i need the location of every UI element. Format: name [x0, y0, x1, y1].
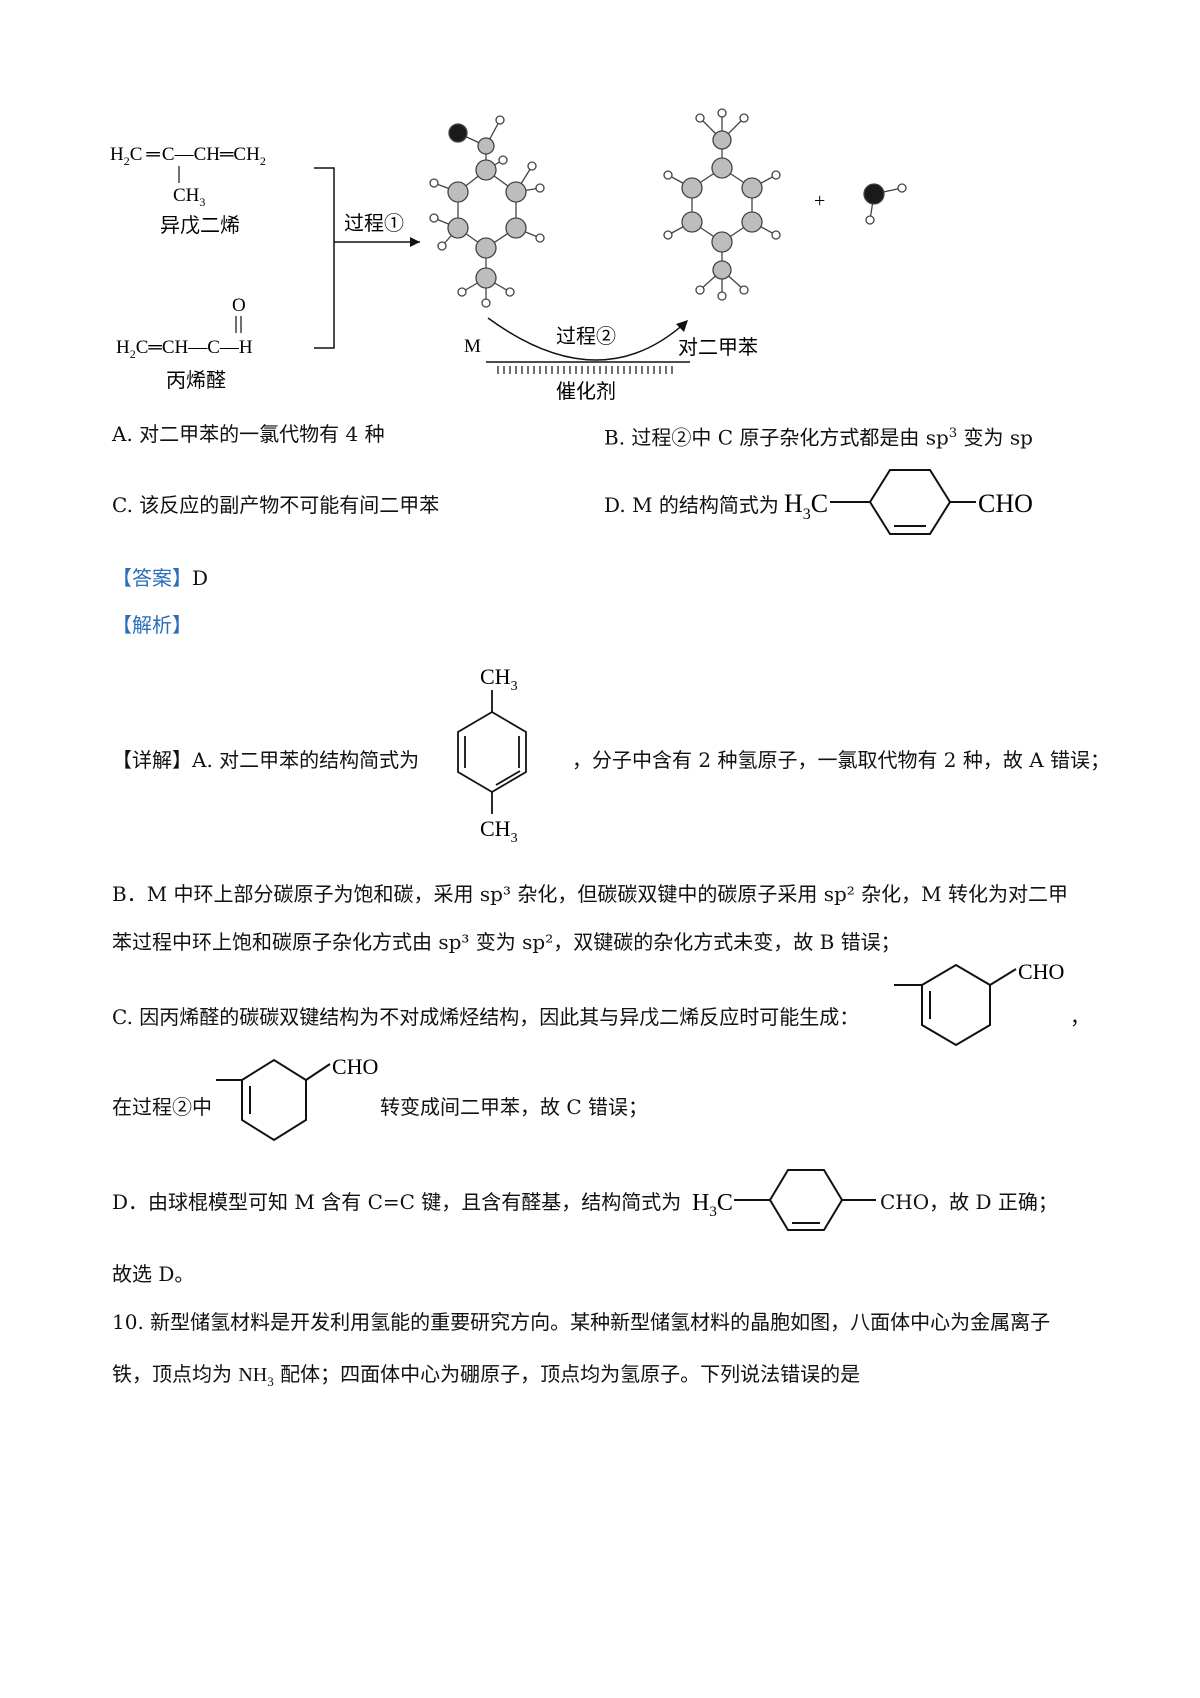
- detail-a-post: ，分子中含有 2 种氢原子，一氯取代物有 2 种，故 A 错误；: [572, 748, 1111, 772]
- question10-line1: 10. 新型储氢材料是开发利用氢能的重要研究方向。某种新型储氢材料的晶胞如图，八…: [112, 1310, 1051, 1334]
- detail-d-post: CHO，故 D 正确；: [880, 1190, 1058, 1214]
- catalyst-surface: [497, 366, 673, 374]
- process2-label: 过程②: [556, 324, 616, 348]
- product-name: 对二甲苯: [678, 335, 758, 359]
- detail-d-pre: D．由球棍模型可知 M 含有 C=C 键，且含有醛基，结构简式为: [112, 1190, 682, 1214]
- m-label: M: [464, 336, 481, 357]
- option-b-sup: 3: [948, 426, 958, 441]
- svg-text:CH3: CH3: [480, 816, 518, 846]
- answer-value: D: [192, 566, 209, 590]
- analysis-label: 【解析】: [112, 613, 192, 637]
- detail-c-line2-pre: 在过程②中: [112, 1095, 212, 1119]
- detail-c-line2-post: 转变成间二甲苯，故 C 错误；: [380, 1095, 649, 1119]
- question10-line2-post: 配体；四面体中心为硼原子，顶点均为氢原子。下列说法错误的是: [273, 1362, 861, 1386]
- isoprene-methyl: CH3: [173, 185, 205, 209]
- option-a: A. 对二甲苯的一氯代物有 4 种: [112, 422, 385, 446]
- answer-line: 【答案】D: [112, 566, 208, 590]
- p-xylene-model: [663, 108, 781, 301]
- option-d-text: D. M 的结构简式为: [604, 493, 779, 517]
- acrolein-formula: H2C═CH—C—H: [116, 337, 253, 361]
- nh3-formula: NH3: [238, 1364, 274, 1389]
- detail-d-structure: H3C: [692, 1169, 876, 1231]
- question10-line2-pre: 铁，顶点均为: [112, 1362, 239, 1386]
- detail-c-line1: C. 因丙烯醛的碳碳双键结构为不对成烯烃结构，因此其与异戊二烯反应时可能生成：: [112, 1005, 860, 1029]
- option-b-post: 变为 sp: [957, 425, 1033, 450]
- detail-c-comma: ，: [1070, 1005, 1090, 1029]
- catalyst-label: 催化剂: [556, 379, 616, 403]
- p-xylene-structure: CH3 CH3: [457, 664, 527, 846]
- detail-b-line2: 苯过程中环上饱和碳原子杂化方式由 sp³ 变为 sp²，双键碳的杂化方式未变，故…: [112, 930, 901, 954]
- detail-conclusion: 故选 D。: [112, 1262, 195, 1286]
- isoprene-name: 异戊二烯: [160, 213, 240, 237]
- m-isomer-structure-2: CHO: [216, 1054, 378, 1142]
- c-cho-2: CHO: [332, 1054, 378, 1079]
- acrolein-o: O: [232, 295, 246, 316]
- detail-a-pre: A. 对二甲苯的结构简式为: [192, 748, 420, 772]
- option-d-structure: H3C CHO: [784, 469, 1033, 535]
- detail-label: 【详解】: [112, 748, 192, 772]
- water-model: [863, 183, 907, 225]
- acrolein-name: 丙烯醛: [166, 368, 226, 392]
- option-b-pre: B. 过程②中 C 原子杂化方式都是由 sp: [604, 425, 949, 450]
- m-isomer-structure-1: CHO: [894, 959, 1064, 1047]
- answer-label: 【答案】: [112, 566, 192, 590]
- c-cho-1: CHO: [1018, 959, 1064, 984]
- svg-text:H3C: H3C: [784, 489, 828, 523]
- option-b: B. 过程②中 C 原子杂化方式都是由 sp3 变为 sp: [604, 422, 1033, 450]
- reaction-diagram: H2C═C—CH═CH2 CH3 异戊二烯 O H2C═CH—C—H 丙烯醛 过…: [110, 108, 907, 403]
- svg-text:CHO: CHO: [978, 489, 1033, 518]
- svg-text:CH3: CH3: [480, 664, 518, 694]
- detail-b-line1: B．M 中环上部分碳原子为饱和碳，采用 sp³ 杂化，但碳碳双键中的碳原子采用 …: [112, 882, 1068, 906]
- detail-a-line: 【详解】A. 对二甲苯的结构简式为: [112, 748, 419, 772]
- option-c: C. 该反应的副产物不可能有间二甲苯: [112, 493, 440, 517]
- intermediate-m-model: [429, 115, 545, 308]
- svg-text:H3C: H3C: [692, 1190, 733, 1220]
- process1-label: 过程①: [344, 211, 404, 235]
- question10-line2: 铁，顶点均为 NH3 配体；四面体中心为硼原子，顶点均为氢原子。下列说法错误的是: [112, 1362, 860, 1394]
- isoprene-formula: H2C═C—CH═CH2: [110, 144, 266, 168]
- plus-sign: +: [814, 190, 825, 212]
